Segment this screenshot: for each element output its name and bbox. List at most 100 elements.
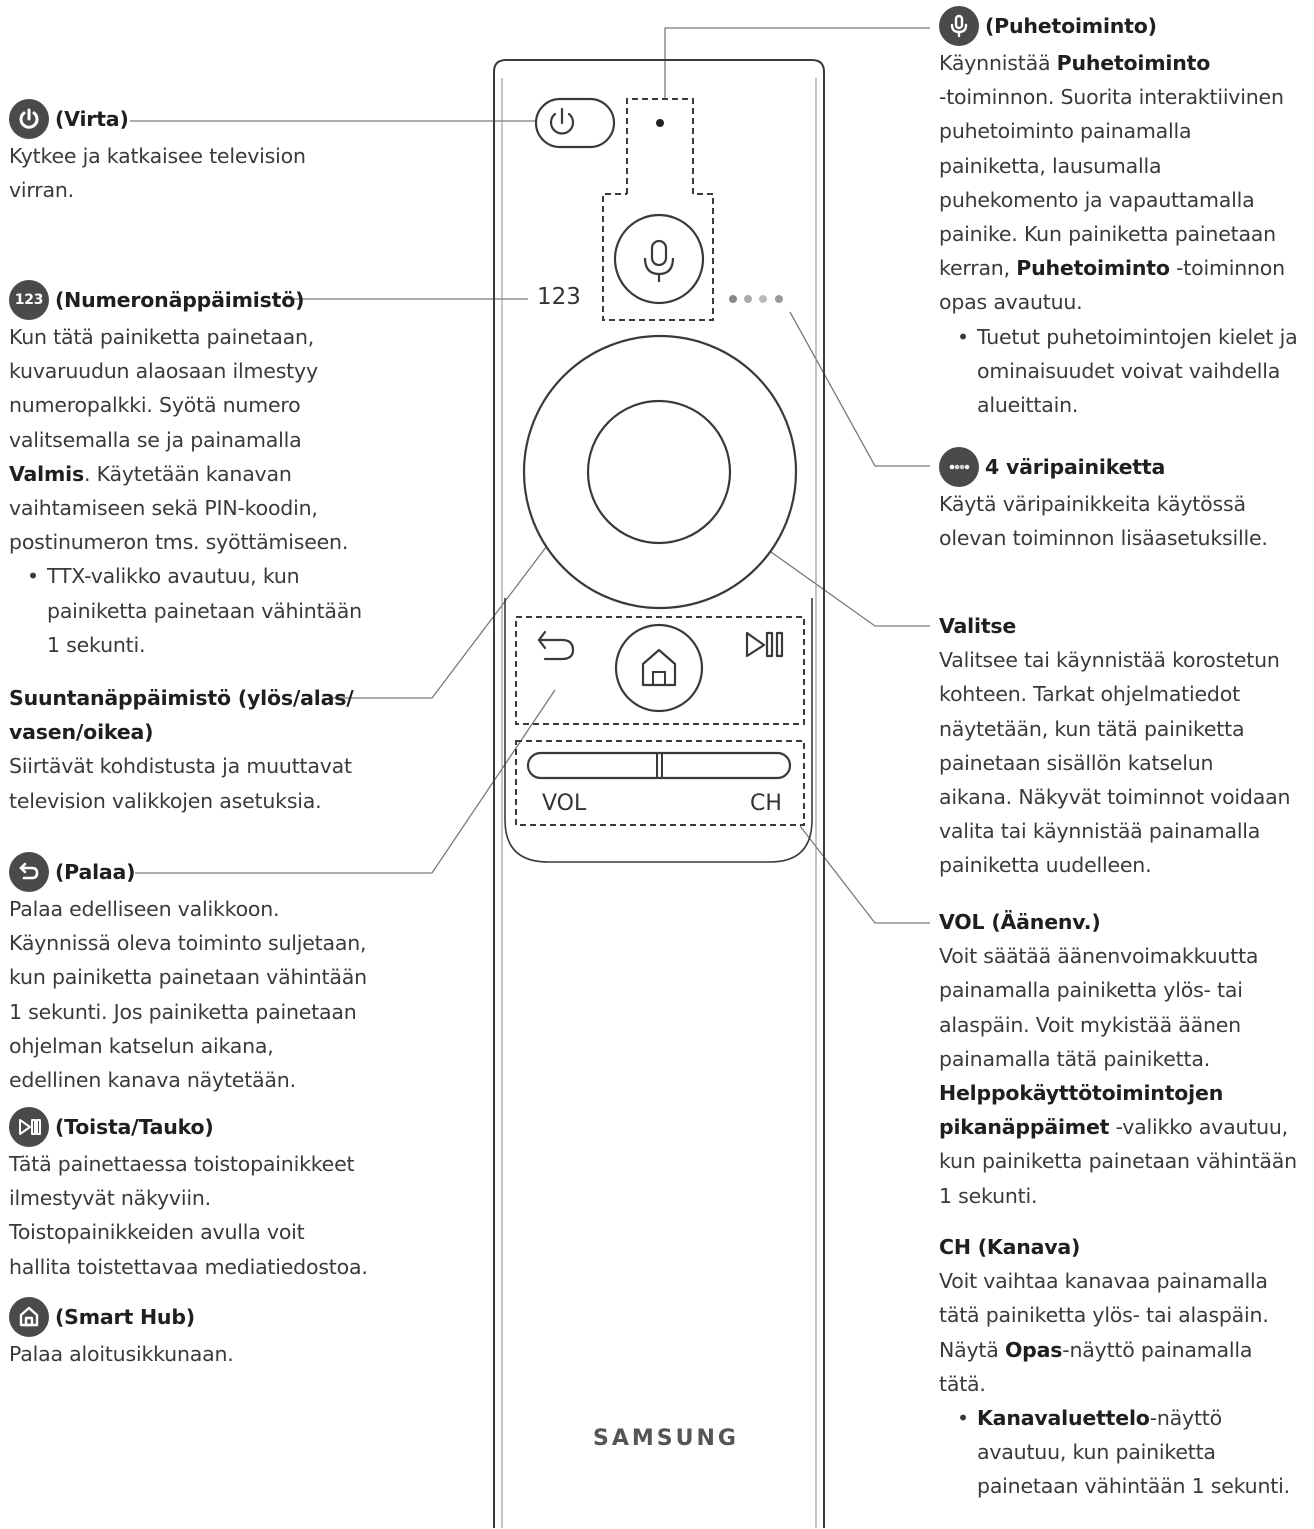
- ch-bullet-bold: Kanavaluettelo: [977, 1406, 1150, 1431]
- vol-line: pikanäppäimet -valikko avautuu,: [939, 1110, 1297, 1144]
- ch-title: CH (Kanava): [939, 1235, 1081, 1259]
- remote-body: [493, 59, 825, 1528]
- select-line: aikana. Näkyvät toiminnot voidaan: [939, 785, 1291, 810]
- color-buttons-description: 4 väripainiketta Käytä väripainikkeita k…: [939, 447, 1268, 555]
- back-line: ohjelman katselun aikana,: [9, 1033, 274, 1058]
- playpause-line: hallita toistettavaa mediatiedostoa.: [9, 1254, 368, 1279]
- remote-function-row-outline: [515, 616, 805, 725]
- power-description: (Virta) Kytkee ja katkaisee television v…: [9, 99, 306, 207]
- return-icon: [9, 852, 49, 892]
- color-buttons-line: Käytä väripainikkeita käytössä: [939, 492, 1246, 516]
- select-title: Valitse: [939, 614, 1017, 638]
- remote-brand-logo: SAMSUNG: [593, 1426, 739, 1451]
- ch-bullet-after: -näyttö: [1149, 1406, 1223, 1431]
- color-buttons-line: olevan toiminnon lisäasetuksille.: [939, 526, 1268, 551]
- ch-description: CH (Kanava) Voit vaihtaa kanavaa painama…: [939, 1230, 1290, 1504]
- voice-l7-pre: kerran,: [939, 256, 1017, 281]
- voice-l1-pre: Käynnistää: [939, 51, 1057, 75]
- power-icon: [9, 99, 49, 139]
- ch-l3-bold: Opas: [1004, 1337, 1063, 1362]
- back-title: (Palaa): [55, 859, 136, 884]
- directional-title: Suuntanäppäimistö (ylös/alas/: [9, 686, 354, 710]
- directional-description: Suuntanäppäimistö (ylös/alas/ vasen/oike…: [9, 681, 354, 818]
- directional-line: television valikkojen asetuksia.: [9, 788, 322, 813]
- back-line: Palaa edelliseen valikkoon.: [9, 897, 280, 921]
- remote-back-button[interactable]: [537, 630, 575, 661]
- number-pad-icon-text: 123: [14, 291, 44, 308]
- vol-line: 1 sekunti.: [939, 1183, 1038, 1208]
- voice-bullet: ominaisuudet voivat vaihdella: [977, 358, 1281, 383]
- numpad-bullet: •TTX-valikko avautuu, kun: [27, 564, 300, 589]
- select-line: painetaan sisällön katselun: [939, 750, 1214, 775]
- voice-l7-bold: Puhetoiminto: [1016, 256, 1170, 281]
- remote-mic-dashed-area: [602, 98, 714, 321]
- ch-l3-pre: Näytä: [939, 1337, 1005, 1362]
- numpad-line: numeropalkki. Syötä numero: [9, 393, 301, 418]
- directional-title: vasen/oikea): [9, 720, 154, 745]
- back-description: (Palaa) Palaa edelliseen valikkoon. Käyn…: [9, 852, 367, 1097]
- remote-vol-ch-rocker[interactable]: [526, 751, 792, 780]
- number-pad-icon: 123: [9, 280, 49, 320]
- power-title: (Virta): [55, 106, 129, 131]
- back-line: kun painiketta painetaan vähintään: [9, 965, 367, 990]
- back-line: edellinen kanava näytetään.: [9, 1068, 296, 1093]
- numpad-after-bold: . Käytetään kanavan: [84, 461, 292, 486]
- leader-back: [135, 689, 556, 874]
- power-line: Kytkee ja katkaisee television: [9, 144, 306, 168]
- ch-line: Voit vaihtaa kanavaa painamalla: [939, 1269, 1268, 1294]
- voice-line: Käynnistää Puhetoiminto: [939, 46, 1297, 80]
- voice-l7-post: -toiminnon: [1169, 256, 1285, 281]
- back-line: 1 sekunti. Jos painiketta painetaan: [9, 999, 357, 1024]
- playpause-description: (Toista/Tauko) Tätä painettaessa toistop…: [9, 1107, 368, 1284]
- voice-description: (Puhetoiminto) Käynnistää Puhetoiminto -…: [939, 6, 1298, 422]
- numpad-bullet: painiketta painetaan vähintään: [47, 598, 362, 623]
- back-line: Käynnissä oleva toiminto suljetaan,: [9, 931, 367, 956]
- leader-color: [789, 311, 930, 467]
- remote-play-pause-button[interactable]: [745, 631, 784, 658]
- select-line: näytetään, kun tätä painiketta: [939, 716, 1245, 741]
- vol-line: kun painiketta painetaan vähintään: [939, 1149, 1297, 1174]
- numpad-line: Kun tätä painiketta painetaan,: [9, 325, 315, 349]
- ch-line: tätä painiketta ylös- tai alaspäin.: [939, 1303, 1269, 1328]
- playpause-line: Toistopainikkeiden avulla voit: [9, 1220, 305, 1245]
- play-pause-icon: [9, 1107, 49, 1147]
- power-line: virran.: [9, 178, 74, 203]
- smarthub-title: (Smart Hub): [55, 1304, 195, 1329]
- remote-vol-ch-outline: [515, 740, 805, 826]
- microphone-icon: [939, 6, 979, 46]
- numpad-line: postinumeron tms. syöttämiseen.: [9, 530, 349, 555]
- voice-line: opas avautuu.: [939, 290, 1083, 315]
- leader-directional: [330, 517, 569, 699]
- select-line: painiketta uudelleen.: [939, 853, 1152, 878]
- remote-voice-button[interactable]: [613, 213, 705, 305]
- vol-title: VOL (Äänenv.): [939, 910, 1101, 934]
- voice-line: -toiminnon. Suorita interaktiivinen: [939, 85, 1284, 110]
- remote-power-button[interactable]: [534, 97, 616, 149]
- voice-line: puhetoiminto painamalla: [939, 119, 1192, 144]
- remote-mic-hole: [656, 119, 664, 127]
- voice-bullet: alueittain.: [977, 393, 1079, 418]
- leader-vol: [799, 825, 930, 924]
- vol-bold2: pikanäppäimet: [939, 1115, 1110, 1140]
- numpad-description: 123 (Numeronäppäimistö) Kun tätä painike…: [9, 280, 362, 662]
- remote-home-button[interactable]: [614, 623, 704, 713]
- voice-line: puhekomento ja vapauttamalla: [939, 187, 1255, 212]
- directional-line: Siirtävät kohdistusta ja muuttavat: [9, 754, 352, 779]
- vol-bold-line: Helppokäyttötoimintojen: [939, 1081, 1224, 1106]
- voice-bullet-text: Tuetut puhetoimintojen kielet ja: [977, 324, 1298, 349]
- remote-select-button[interactable]: [586, 399, 732, 545]
- vol-line: painamalla painiketta ylös- tai: [939, 978, 1243, 1003]
- numpad-title: (Numeronäppäimistö): [55, 287, 305, 312]
- vol-line: painamalla tätä painiketta.: [939, 1046, 1211, 1071]
- ch-line: Näytä Opas-näyttö painamalla: [939, 1333, 1290, 1367]
- color-buttons-title: 4 väripainiketta: [985, 454, 1166, 479]
- numpad-line: kuvaruudun alaosaan ilmestyy: [9, 359, 318, 384]
- ch-bullet: •Kanavaluettelo-näyttö: [957, 1406, 1223, 1431]
- numpad-line: vaihtamiseen sekä PIN-koodin,: [9, 496, 318, 521]
- home-icon: [9, 1297, 49, 1337]
- vol-description: VOL (Äänenv.) Voit säätää äänenvoimakkuu…: [939, 905, 1297, 1213]
- voice-l1-bold: Puhetoiminto: [1056, 51, 1211, 75]
- remote-color-buttons[interactable]: [729, 295, 783, 303]
- select-line: Valitsee tai käynnistää korostetun: [939, 648, 1280, 673]
